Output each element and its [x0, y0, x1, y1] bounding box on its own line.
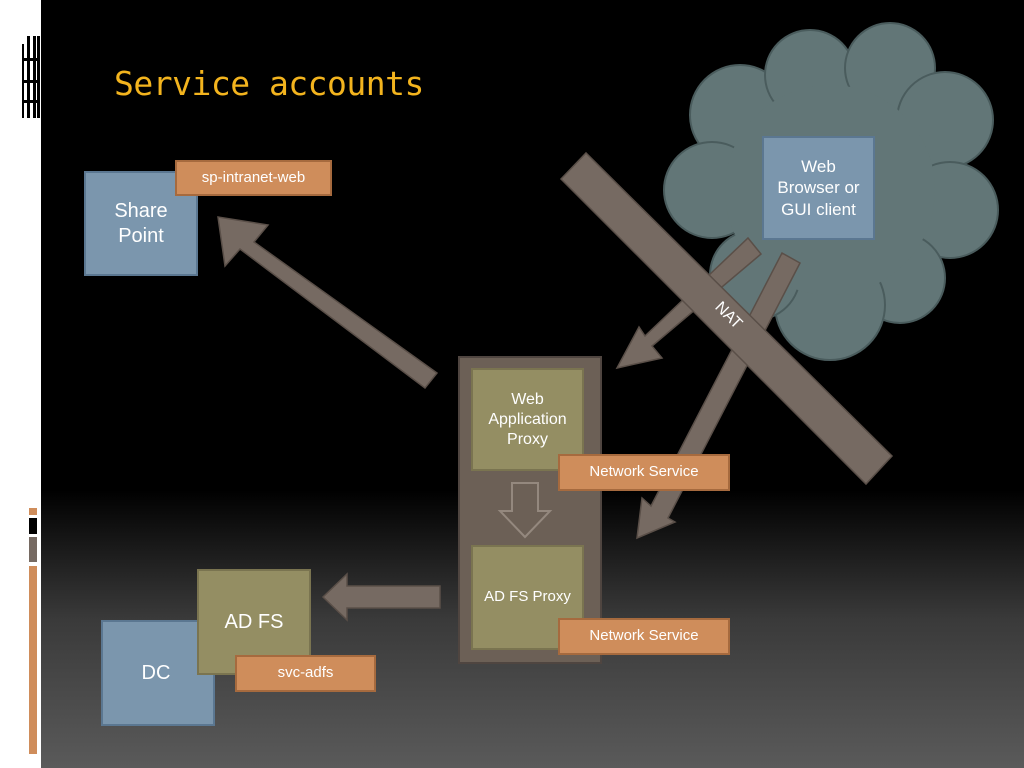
deco-bar-orange-long [29, 566, 37, 754]
logo-icon [22, 36, 40, 118]
adfs-account-tag: svc-adfs [235, 655, 376, 692]
slide-title: Service accounts [114, 64, 424, 103]
web-application-proxy-box: Web Application Proxy [471, 368, 584, 471]
deco-bar-orange-small [29, 508, 37, 515]
deco-bar-black [29, 518, 37, 534]
adfs-proxy-account-tag: Network Service [558, 618, 730, 655]
nat-bar [559, 151, 894, 486]
sharepoint-account-tag: sp-intranet-web [175, 160, 332, 196]
down-arrow-icon [497, 482, 553, 539]
arrow-to-adfs [321, 572, 441, 622]
left-white-strip [0, 0, 41, 768]
deco-bar-gray [29, 537, 37, 562]
arrow-to-sharepoint [217, 216, 439, 390]
wap-account-tag: Network Service [558, 454, 730, 491]
dc-box: DC [101, 620, 215, 726]
web-browser-box: Web Browser or GUI client [762, 136, 875, 240]
